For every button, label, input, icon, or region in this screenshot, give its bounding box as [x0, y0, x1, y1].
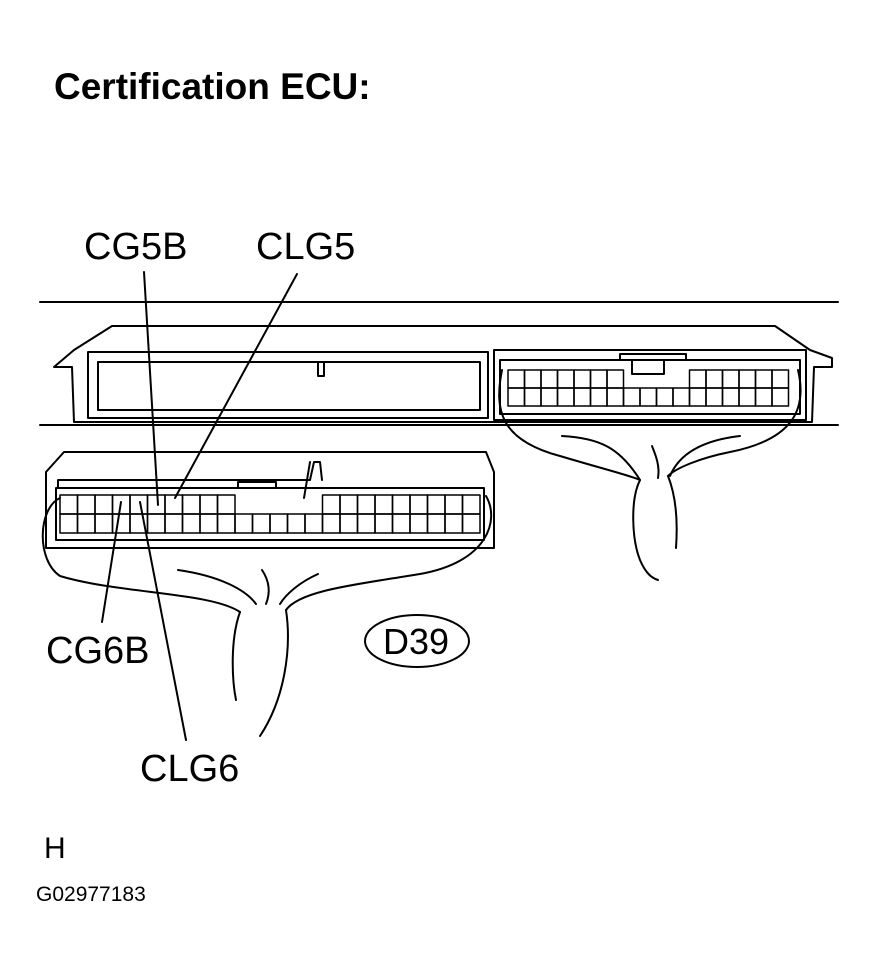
connector-id-oval [364, 614, 470, 668]
connector-pin [304, 513, 324, 534]
leader-lines [101, 271, 298, 741]
connector-pin [606, 387, 625, 407]
connector-pin [461, 494, 481, 515]
connector-pin [356, 494, 376, 515]
connector-pin [589, 387, 608, 407]
connector-pin [426, 494, 446, 515]
connector-pin [523, 369, 542, 389]
connector-pin [771, 369, 790, 389]
connector-pin [721, 369, 740, 389]
connector-pin [738, 369, 757, 389]
connector-pin [94, 513, 114, 534]
connector-pin [754, 387, 773, 407]
connector-pin [199, 494, 219, 515]
connector-pin [234, 513, 254, 534]
connector-pin [409, 513, 429, 534]
figure-code: G02977183 [36, 883, 146, 906]
connector-pin [321, 494, 341, 515]
leader-cg5b [143, 271, 159, 506]
connector-pin [705, 369, 724, 389]
connector-pin [269, 513, 289, 534]
connector-pin [199, 513, 219, 534]
label-cg5b: CG5B [84, 226, 188, 268]
connector-pin [523, 387, 542, 407]
connector-pin [216, 513, 236, 534]
connector-pin [356, 513, 376, 534]
leader-clg6 [139, 501, 187, 741]
upper-connector [493, 349, 807, 421]
label-connector-id: D39 [383, 621, 450, 662]
connector-pin [556, 387, 575, 407]
connector-pin [639, 387, 658, 407]
connector-pin [622, 387, 641, 407]
connector-pin [426, 513, 446, 534]
leader-clg5 [174, 273, 298, 499]
lower-connector [45, 451, 495, 549]
connector-pin [111, 513, 131, 534]
connector-pin [164, 513, 184, 534]
connector-pin [374, 494, 394, 515]
connector-pin [573, 387, 592, 407]
connector-pin [129, 494, 149, 515]
connector-pin [738, 387, 757, 407]
connector-pin [721, 387, 740, 407]
ecu-body [53, 325, 833, 423]
label-cg6b: CG6B [46, 630, 150, 672]
connector-pin [556, 369, 575, 389]
connector-pin [461, 513, 481, 534]
connector-pin [507, 387, 526, 407]
connector-pin [655, 387, 674, 407]
connector-pin [59, 513, 79, 534]
mounting-rails [39, 301, 839, 426]
connector-pin [688, 387, 707, 407]
connector-pin [181, 513, 201, 534]
connector-pin [59, 494, 79, 515]
connector-pin [409, 494, 429, 515]
connector-pin [146, 513, 166, 534]
connector-pin [444, 513, 464, 534]
connector-pin [540, 369, 559, 389]
label-clg5: CLG5 [256, 226, 356, 268]
connector-pin [391, 494, 411, 515]
diagram-title: Certification ECU: [54, 66, 371, 107]
view-mark: H [44, 832, 66, 865]
connector-pin [705, 387, 724, 407]
connector-pin [76, 513, 96, 534]
connector-pin [374, 513, 394, 534]
connector-pin [339, 513, 359, 534]
connector-pin [76, 494, 96, 515]
connector-pin [672, 387, 691, 407]
connector-pin [573, 369, 592, 389]
connector-pin [216, 494, 236, 515]
connector-pin [181, 494, 201, 515]
connector-pin [754, 369, 773, 389]
connector-pin [146, 494, 166, 515]
connector-pin [540, 387, 559, 407]
connector-pin [321, 513, 341, 534]
leader-cg6b [101, 501, 122, 623]
connector-pin [444, 494, 464, 515]
upper-harness [498, 369, 802, 581]
connector-pin [589, 369, 608, 389]
lower-harness [41, 495, 493, 737]
connector-pin [507, 369, 526, 389]
connector-pin [164, 494, 184, 515]
connector-pin [771, 387, 790, 407]
connector-pin [251, 513, 271, 534]
label-clg6: CLG6 [140, 748, 240, 790]
connector-pin [688, 369, 707, 389]
connector-pin [606, 369, 625, 389]
connector-pin [391, 513, 411, 534]
connector-pin [286, 513, 306, 534]
connector-pin [94, 494, 114, 515]
connector-pin [339, 494, 359, 515]
